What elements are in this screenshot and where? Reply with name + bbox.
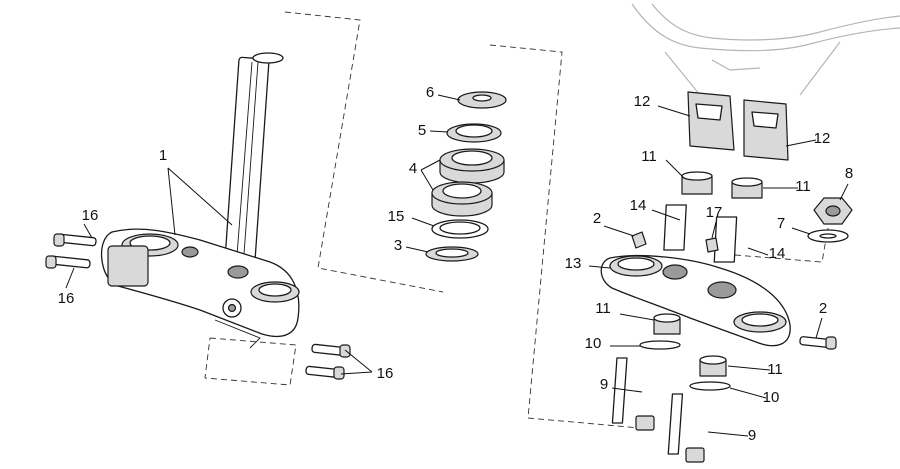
- callout-c17: 17: [706, 204, 723, 221]
- callout-c12a: 12: [634, 93, 651, 110]
- callout-c2a: 2: [593, 210, 601, 227]
- callout-c15: 15: [388, 208, 405, 225]
- lower-yoke-stem: [100, 52, 300, 349]
- callout-c16b: 16: [58, 290, 75, 307]
- callout-c10b: 10: [763, 389, 780, 406]
- callout-labels: 1 16 16 16 6 5 4 15 3 12 12 11 11 8 14 14 17 2 7 13 2 11 10 11 9…: [58, 84, 854, 444]
- callout-c5: 5: [418, 122, 426, 139]
- callout-c3: 3: [394, 237, 402, 254]
- callout-c6: 6: [426, 84, 434, 101]
- bolts-16: [45, 233, 351, 380]
- callout-c14b: 14: [769, 245, 786, 262]
- callout-c8: 8: [845, 165, 853, 182]
- callout-c9b: 9: [748, 427, 756, 444]
- leader-lines: [65, 94, 849, 437]
- handlebar-outline: [631, 3, 900, 96]
- upper-yoke-assembly: [600, 91, 853, 463]
- callout-c11d: 11: [767, 361, 783, 378]
- callout-c2b: 2: [819, 300, 827, 317]
- callout-c13: 13: [565, 255, 582, 272]
- bearing-stack: [425, 91, 507, 262]
- callout-c10a: 10: [585, 335, 602, 352]
- callout-c14a: 14: [630, 197, 647, 214]
- callout-c11b: 11: [795, 178, 811, 195]
- callout-c12b: 12: [814, 130, 831, 147]
- callout-c4: 4: [409, 160, 417, 177]
- callout-c7: 7: [777, 215, 785, 232]
- callout-c9a: 9: [600, 376, 608, 393]
- callout-c16a: 16: [82, 207, 99, 224]
- callout-c16c: 16: [377, 365, 394, 382]
- callout-c1: 1: [159, 147, 167, 164]
- callout-c11c: 11: [595, 300, 611, 317]
- callout-c11a: 11: [641, 148, 657, 165]
